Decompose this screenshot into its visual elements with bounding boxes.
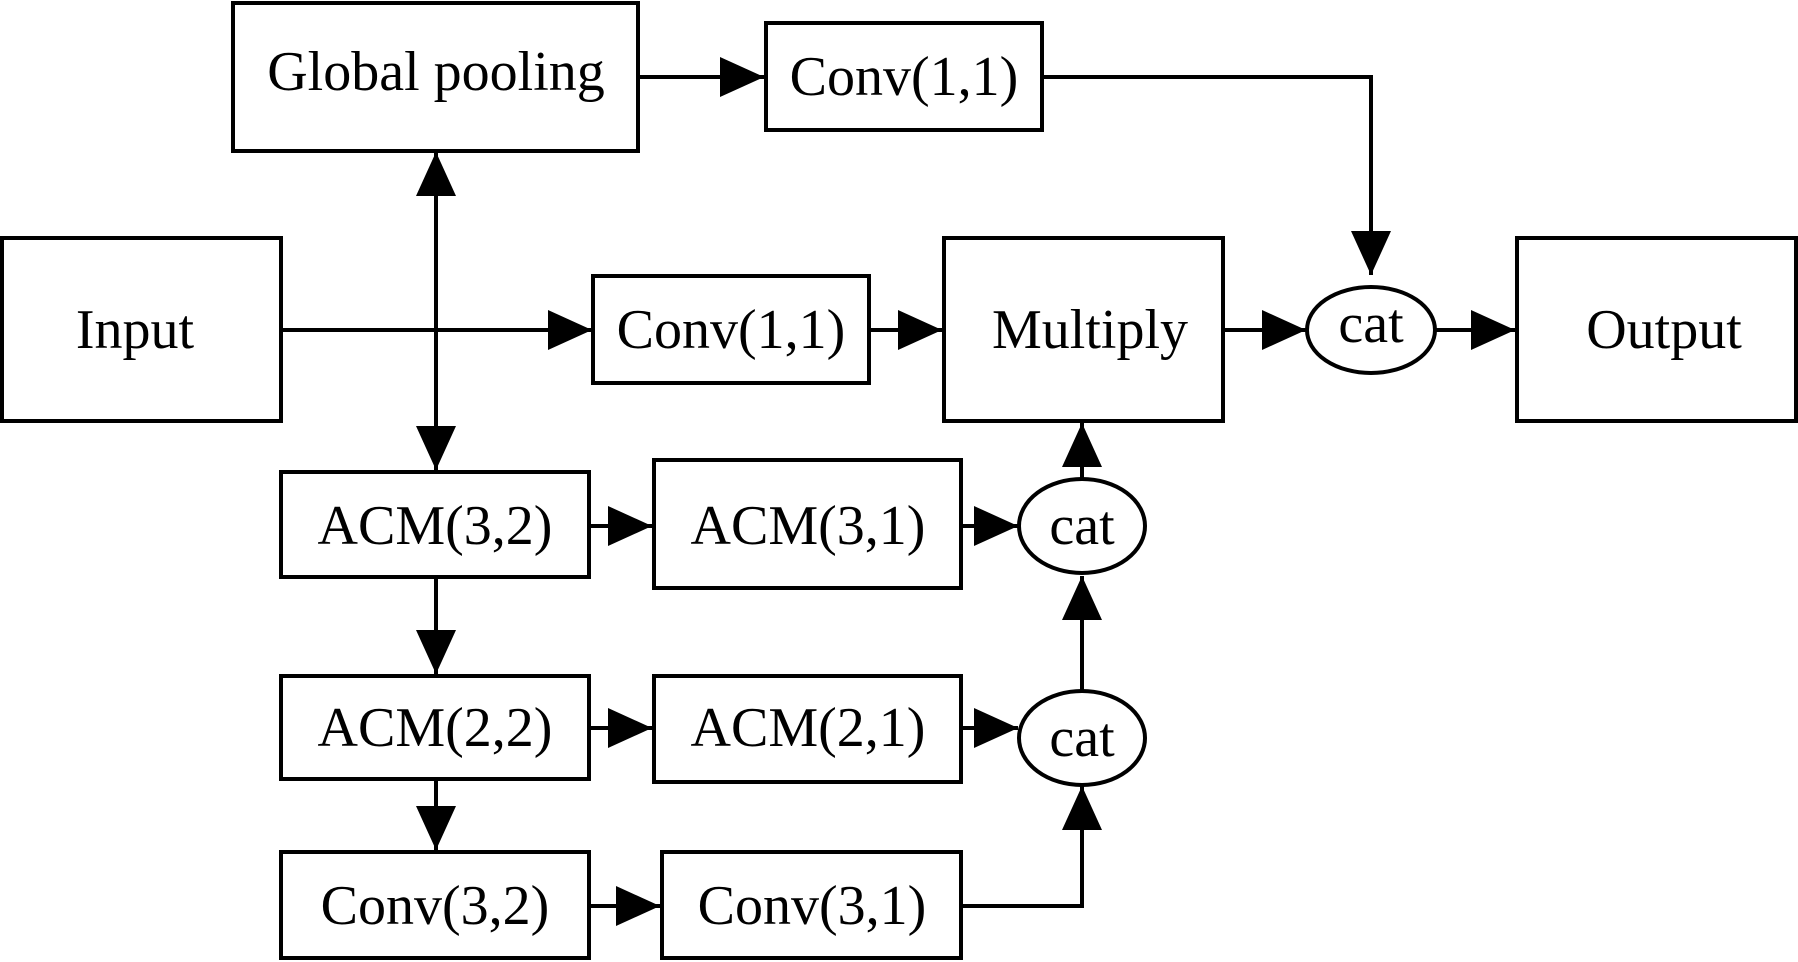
node-conv11-top: Conv(1,1) xyxy=(764,21,1044,132)
node-global-pooling: Global pooling xyxy=(231,1,640,153)
conv11-top-box xyxy=(764,21,1044,132)
conv31-label: Conv(3,1) xyxy=(698,875,927,937)
acm22-label: ACM(2,2) xyxy=(318,697,553,759)
conv11-mid-box xyxy=(591,274,871,385)
multiply-label: Multiply xyxy=(992,299,1188,361)
node-acm32: ACM(3,2) xyxy=(279,470,591,579)
conv32-box xyxy=(279,850,591,960)
node-cat-upper: cat xyxy=(1017,477,1147,575)
node-input: Input xyxy=(0,236,283,423)
input-label: Input xyxy=(76,299,195,361)
output-box xyxy=(1515,236,1798,423)
global-pooling-label: Global pooling xyxy=(267,41,605,103)
conv31-box xyxy=(660,850,963,960)
output-label: Output xyxy=(1586,299,1742,361)
acm31-label: ACM(3,1) xyxy=(691,495,926,557)
acm21-box xyxy=(652,674,963,784)
node-cat-main: cat xyxy=(1305,285,1437,375)
node-multiply: Multiply xyxy=(942,236,1225,423)
node-cat-lower: cat xyxy=(1017,689,1147,787)
multiply-box xyxy=(942,236,1225,423)
node-acm22: ACM(2,2) xyxy=(279,674,591,781)
conv11-top-label: Conv(1,1) xyxy=(790,46,1019,108)
cat-lower-ellipse xyxy=(1017,689,1147,787)
cat-upper-ellipse xyxy=(1017,477,1147,575)
node-output: Output xyxy=(1515,236,1798,423)
cat-lower-label: cat xyxy=(1049,707,1115,769)
acm22-box xyxy=(279,674,591,781)
acm32-label: ACM(3,2) xyxy=(318,495,553,557)
node-acm31: ACM(3,1) xyxy=(652,458,963,590)
conv11-mid-label: Conv(1,1) xyxy=(617,299,846,361)
node-acm21: ACM(2,1) xyxy=(652,674,963,784)
cat-upper-label: cat xyxy=(1049,495,1115,557)
input-box xyxy=(0,236,283,423)
conv32-label: Conv(3,2) xyxy=(321,875,550,937)
cat-main-ellipse xyxy=(1305,285,1437,375)
global-pooling-box xyxy=(231,1,640,153)
edges xyxy=(282,57,1515,926)
edge-conv31-to-cat-lower xyxy=(962,786,1102,908)
node-conv31: Conv(3,1) xyxy=(660,850,963,960)
acm31-box xyxy=(652,458,963,590)
acm32-box xyxy=(279,470,591,579)
acm21-label: ACM(2,1) xyxy=(691,697,926,759)
node-conv11-mid: Conv(1,1) xyxy=(591,274,871,385)
cat-main-label: cat xyxy=(1338,293,1404,355)
edge-conv11-top-to-cat-main xyxy=(1043,75,1391,275)
node-conv32: Conv(3,2) xyxy=(279,850,591,960)
